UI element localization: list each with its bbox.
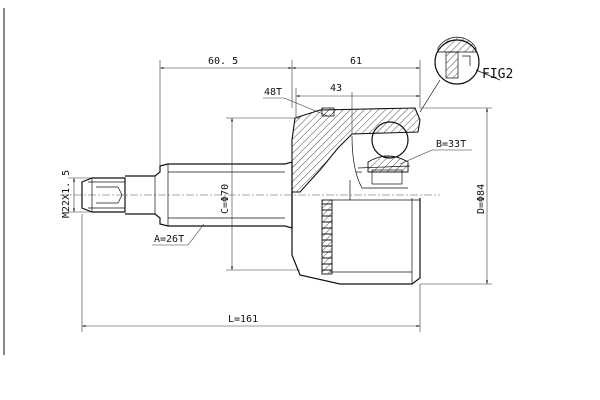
dim-43-label: 43 — [330, 83, 342, 94]
d-phi84-label: D=Φ84 — [476, 184, 487, 214]
inner-race — [351, 121, 411, 189]
dim-60-5-label: 60. 5 — [208, 56, 238, 67]
l-161-label: L=161 — [228, 314, 258, 325]
c-phi70-label: C=Φ70 — [220, 184, 231, 214]
teeth-48t-marker — [321, 107, 335, 117]
teeth-48t-label: 48T — [264, 87, 282, 98]
outer-race-housing — [291, 107, 421, 285]
fig2-label: FIG2 — [482, 67, 513, 82]
b-33t-label: B=33T — [436, 139, 466, 150]
dimension-lines — [68, 60, 492, 332]
abs-ring — [321, 199, 333, 275]
dim-61-label: 61 — [350, 56, 362, 67]
fig2-detail — [419, 36, 501, 113]
thread-label: M22X1. 5 — [61, 170, 72, 218]
a-26t-label: A=26T — [154, 234, 184, 245]
